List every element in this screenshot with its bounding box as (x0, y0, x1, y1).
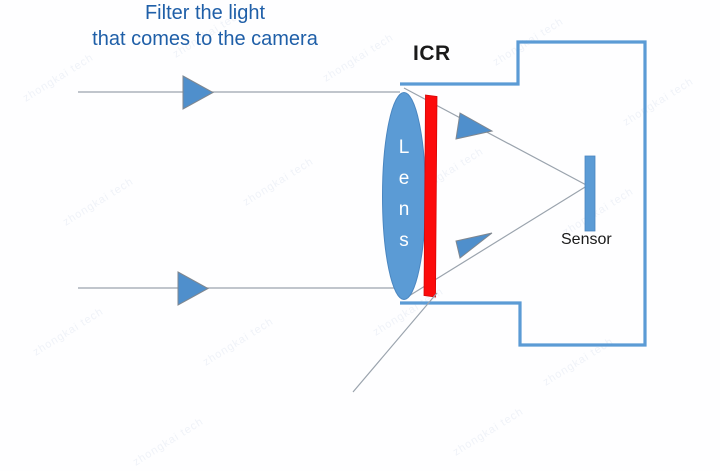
lens-label: L e n s (383, 132, 425, 256)
filter-caption: Filter the light that comes to the camer… (0, 0, 410, 52)
sensor-bar (584, 155, 596, 232)
icr-label: ICR (413, 42, 451, 65)
lens-letter: s (399, 230, 409, 251)
incoming-ray-bottom-arrow-icon (177, 271, 210, 306)
camera-body-outline (400, 40, 647, 347)
caption-line-2: that comes to the camera (92, 28, 318, 50)
incoming-ray-top-arrow-icon (182, 75, 215, 110)
caption-line-1: Filter the light (144, 2, 266, 24)
ir-cut-filter-bar (423, 94, 438, 298)
converging-ray-bottom-arrow-icon (455, 232, 493, 259)
caption-leader-line (352, 292, 438, 393)
sensor-label: Sensor (561, 231, 612, 248)
lens-letter: L (398, 137, 410, 158)
converging-ray-top-arrow-icon (455, 112, 494, 140)
lens-letter: n (398, 199, 410, 220)
lens-letter: e (398, 168, 410, 189)
